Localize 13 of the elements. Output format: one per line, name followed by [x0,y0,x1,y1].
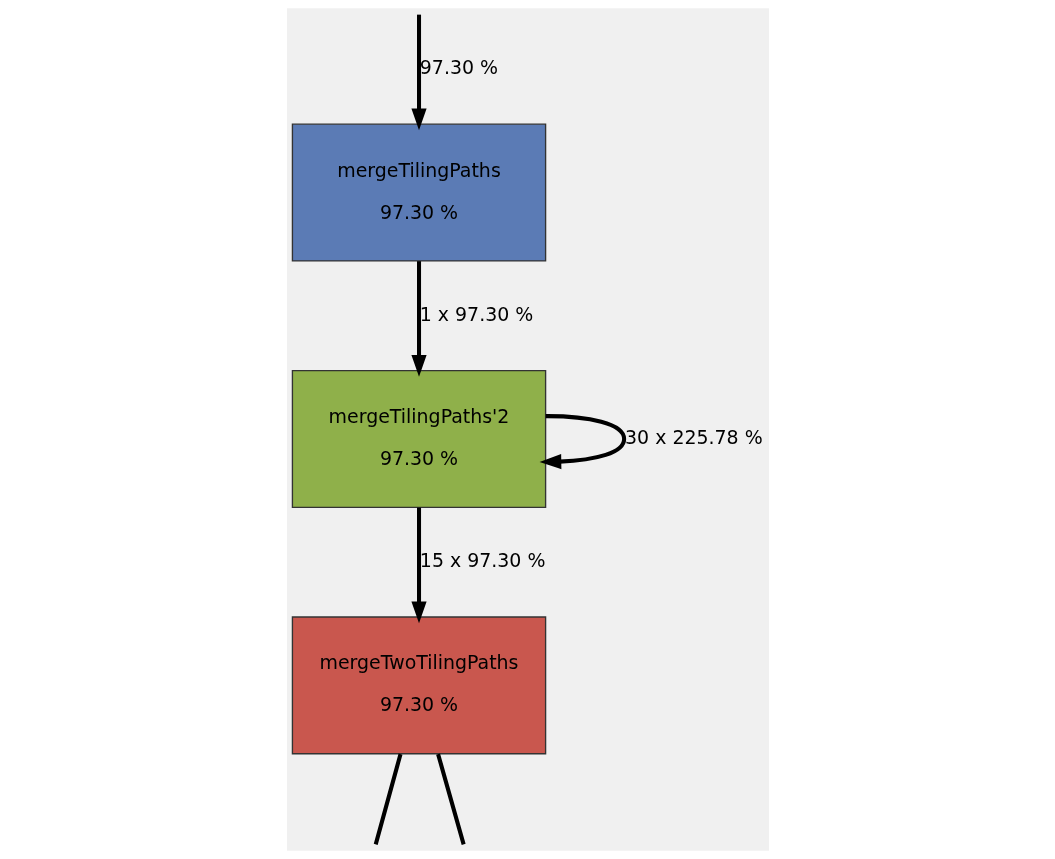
edge-label: 1 x 97.30 % [419,302,533,325]
arrow [539,414,626,470]
edge-label: 30 x 225.78 % [624,425,763,448]
connector [373,753,402,845]
edge-label: 15 x 97.30 % [419,549,545,572]
node-box: mergeTilingPaths'2 97.30 % [291,369,546,509]
connector [435,753,466,845]
arrow [410,507,427,624]
arrow [410,261,427,377]
node-box: mergeTwoTilingPaths 97.30 % [291,616,546,755]
edge-label: 97.30 % [419,56,498,79]
arrow [410,14,427,131]
node-box: mergeTilingPaths 97.30 % [291,123,546,262]
